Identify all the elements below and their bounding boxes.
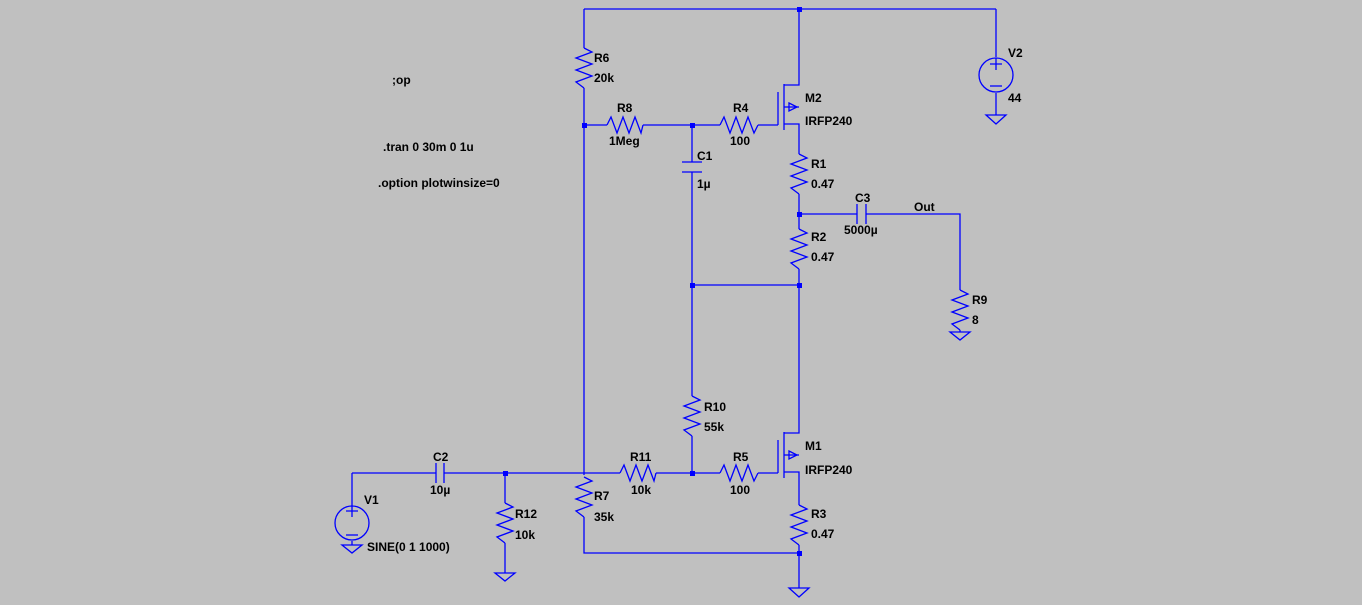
m1-name: M1	[805, 439, 822, 453]
r9-value: 8	[972, 313, 979, 327]
resistor-r7[interactable]: R7 35k	[574, 476, 614, 524]
r10-name: R10	[704, 400, 726, 414]
m1-value: IRFP240	[805, 463, 853, 477]
r6-value: 20k	[594, 71, 614, 85]
r5-name: R5	[733, 450, 749, 464]
r2-value: 0.47	[811, 250, 835, 264]
r6-name: R6	[594, 51, 610, 65]
voltage-source-v1[interactable]: V1 SINE(0 1 1000)	[334, 493, 450, 554]
directive-op[interactable]: ;op	[392, 73, 411, 87]
capacitor-c2[interactable]: C2 10µ	[430, 450, 450, 497]
resistor-r4[interactable]: R4 100	[719, 101, 759, 148]
m2-value: IRFP240	[805, 114, 853, 128]
mosfet-m1[interactable]: M1 IRFP240	[777, 431, 853, 478]
resistor-r1[interactable]: R1 0.47	[789, 153, 835, 195]
m2-name: M2	[805, 91, 822, 105]
capacitor-c1[interactable]: C1 1µ	[682, 149, 713, 191]
ground-symbol-main	[787, 587, 811, 598]
c3-name: C3	[855, 191, 871, 205]
c1-value: 1µ	[697, 177, 711, 191]
directive-option[interactable]: .option plotwinsize=0	[378, 176, 500, 190]
r12-value: 10k	[515, 528, 535, 542]
wires	[351, 8, 997, 588]
r10-value: 55k	[704, 420, 724, 434]
resistor-r2[interactable]: R2 0.47	[789, 228, 835, 270]
resistor-r6[interactable]: R6 20k	[574, 47, 614, 89]
r8-value: 1Meg	[609, 134, 640, 148]
r8-name: R8	[617, 101, 633, 115]
resistor-r5[interactable]: R5 100	[719, 450, 759, 497]
c1-name: C1	[697, 149, 713, 163]
resistor-r11[interactable]: R11 10k	[619, 450, 657, 497]
ground-symbol-r12	[493, 572, 517, 582]
r3-value: 0.47	[811, 527, 835, 541]
r4-value: 100	[730, 134, 750, 148]
r4-name: R4	[733, 101, 749, 115]
r7-value: 35k	[594, 510, 614, 524]
ground-symbol-v2	[984, 114, 1008, 125]
resistor-r12[interactable]: R12 10k	[495, 502, 537, 544]
c3-value: 5000µ	[844, 223, 878, 237]
r11-name: R11	[630, 450, 652, 464]
ground-symbol-r9	[948, 331, 972, 341]
resistor-r3[interactable]: R3 0.47	[789, 504, 835, 546]
v1-value: SINE(0 1 1000)	[367, 540, 450, 554]
r7-name: R7	[594, 489, 610, 503]
r12-name: R12	[515, 507, 537, 521]
junction-nodes	[503, 7, 802, 556]
capacitor-c3[interactable]: C3 5000µ	[844, 191, 878, 237]
r9-name: R9	[972, 293, 988, 307]
resistor-r10[interactable]: R10 55k	[682, 395, 726, 437]
v2-name: V2	[1008, 46, 1023, 60]
c2-name: C2	[433, 450, 449, 464]
v2-value: 44	[1008, 91, 1022, 105]
directive-tran[interactable]: .tran 0 30m 0 1u	[383, 140, 474, 154]
r3-name: R3	[811, 507, 827, 521]
v1-name: V1	[364, 493, 379, 507]
net-label-out[interactable]: Out	[914, 200, 935, 214]
resistor-r8[interactable]: R8 1Meg	[606, 101, 644, 148]
r11-value: 10k	[631, 483, 651, 497]
c2-value: 10µ	[430, 483, 450, 497]
mosfet-m2[interactable]: M2 IRFP240	[777, 82, 853, 130]
ground-symbol-v1	[340, 544, 364, 554]
resistor-r9[interactable]: R9 8	[950, 289, 988, 331]
r1-value: 0.47	[811, 177, 835, 191]
voltage-source-v2[interactable]: V2 44	[978, 46, 1023, 105]
r2-name: R2	[811, 230, 827, 244]
r5-value: 100	[730, 483, 750, 497]
r1-name: R1	[811, 157, 827, 171]
